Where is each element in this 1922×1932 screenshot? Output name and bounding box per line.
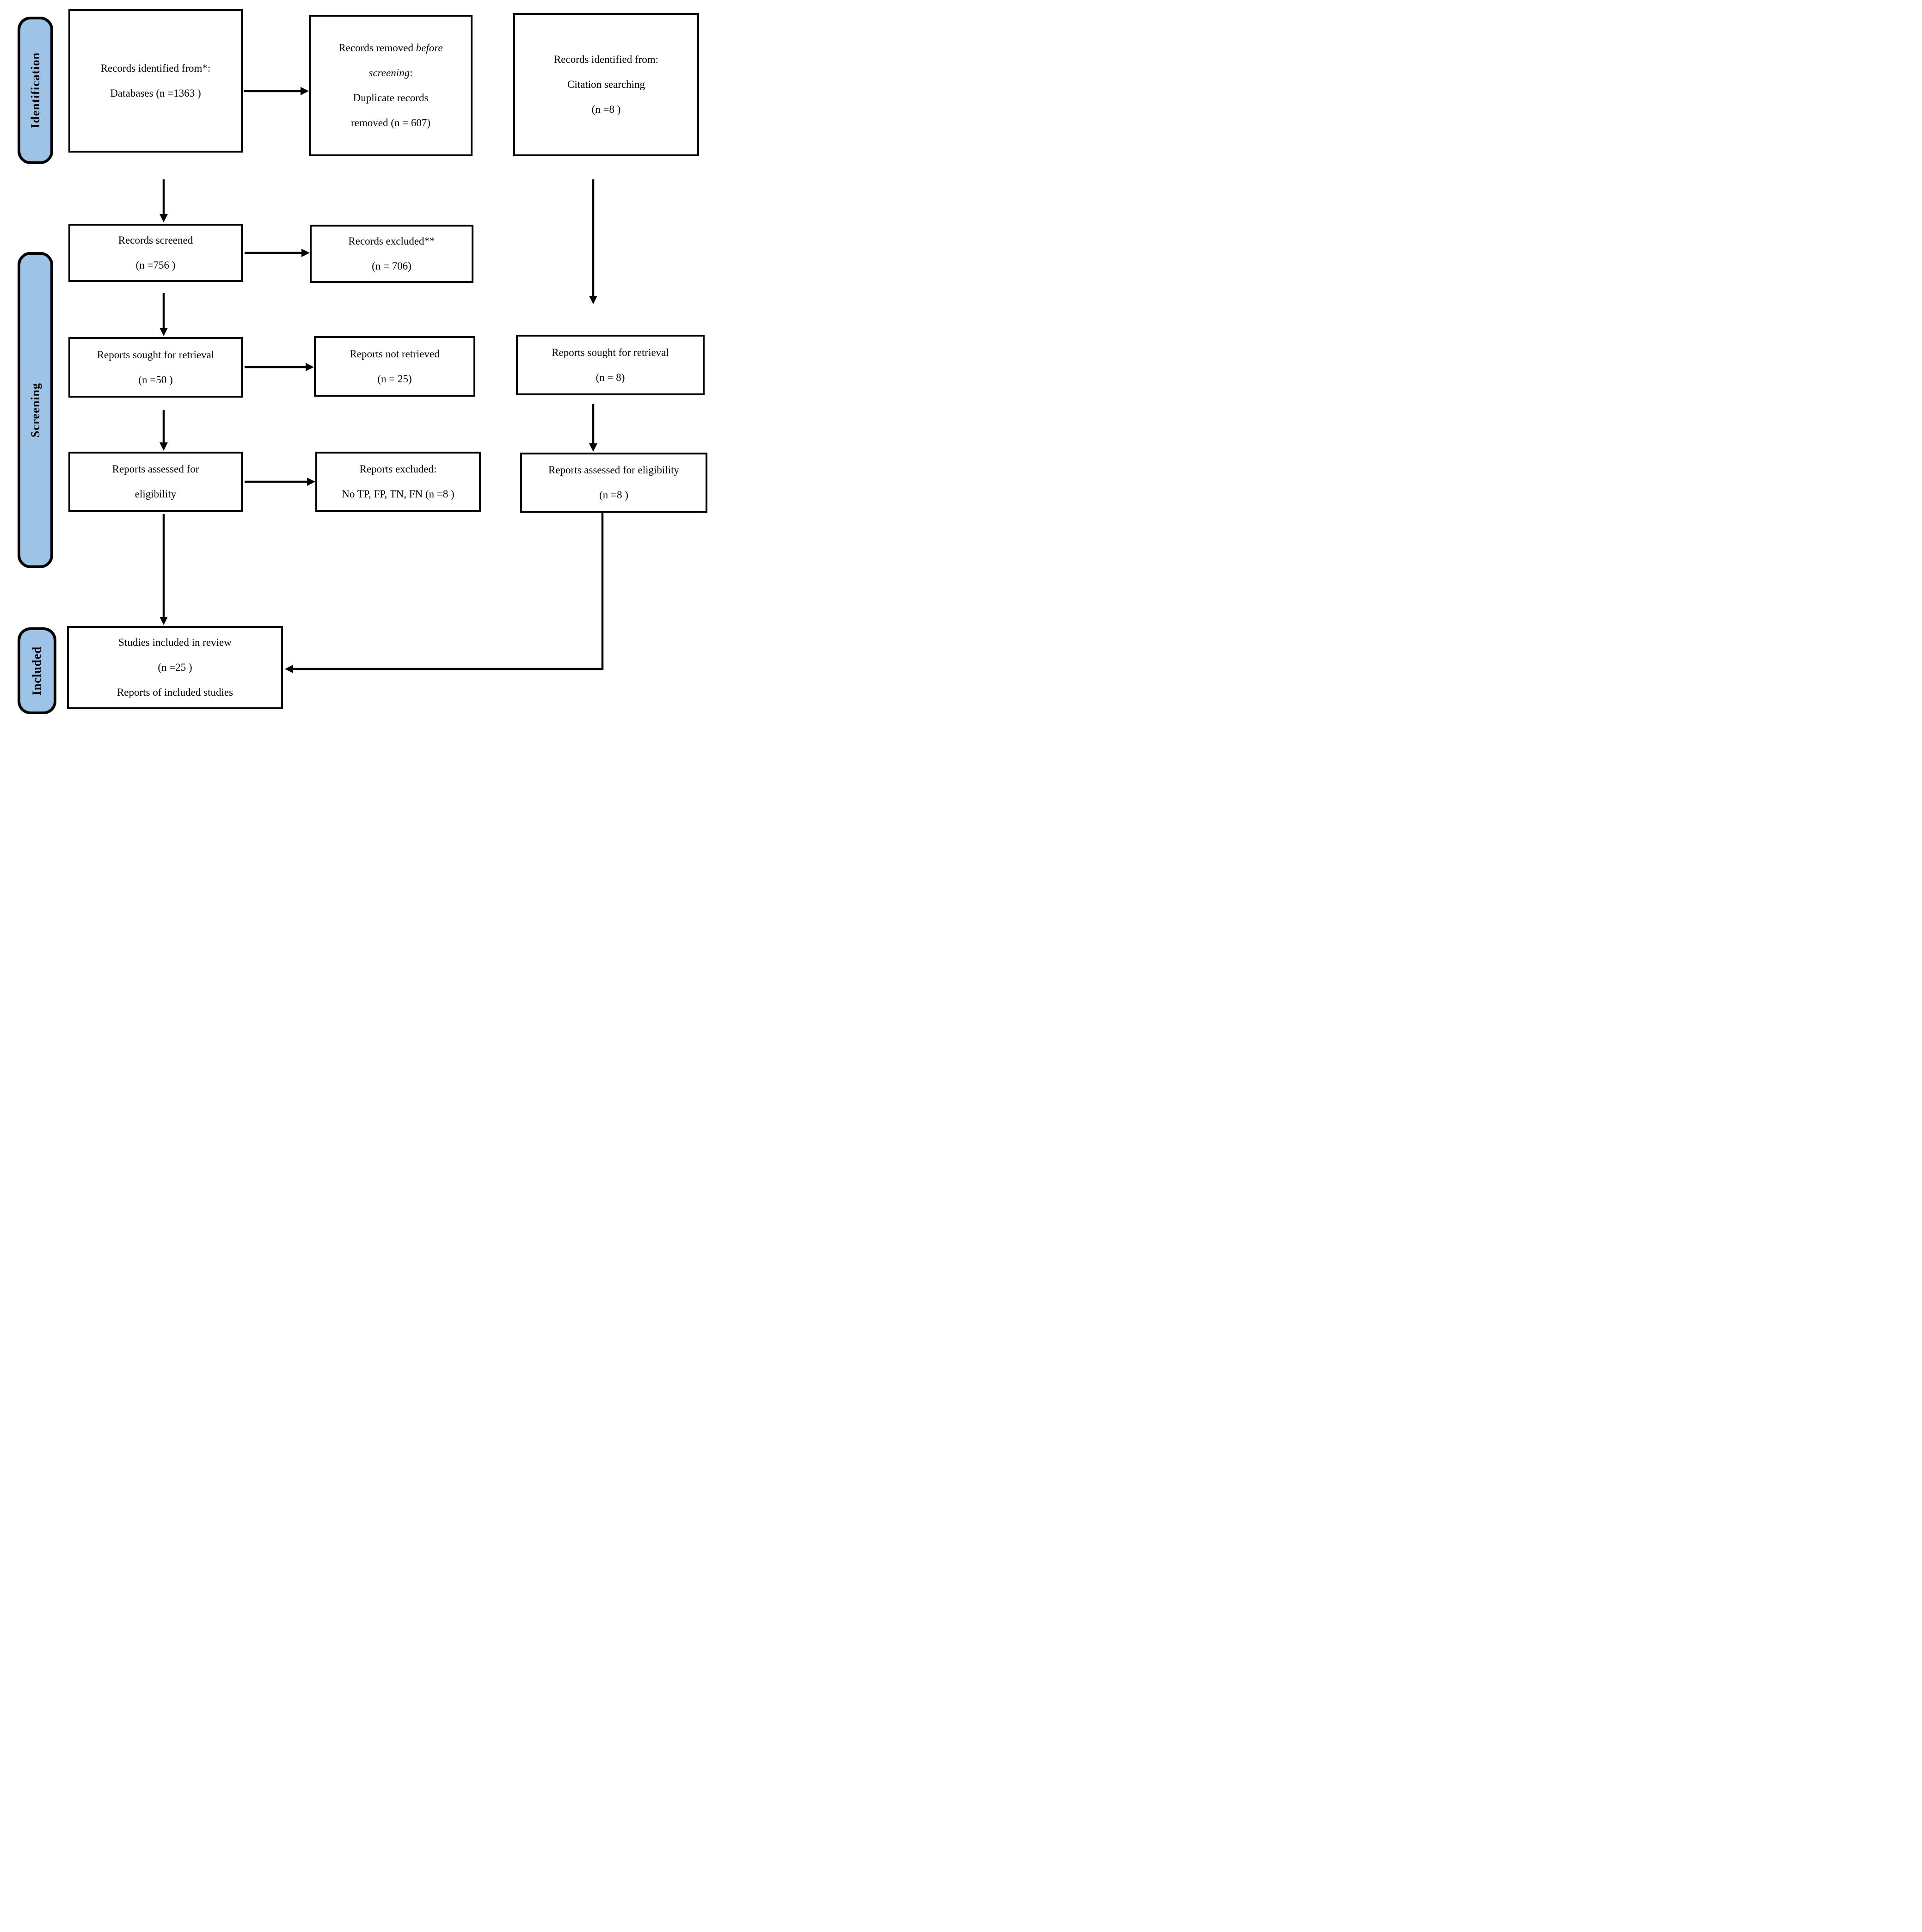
box-reports-sought-databases: Reports sought for retrieval (n =50 ) bbox=[68, 337, 243, 398]
box-studies-included: Studies included in review (n =25 ) Repo… bbox=[67, 626, 283, 709]
box-records-identified-databases: Records identified from*: Databases (n =… bbox=[68, 9, 243, 153]
box-records-excluded: Records excluded** (n = 706) bbox=[310, 225, 473, 283]
reports-excluded-line2: No TP, FP, TN, FN (n =8 ) bbox=[342, 488, 454, 500]
reports-assessed-db-line1: Reports assessed for bbox=[112, 463, 199, 475]
reports-not-retrieved-line1: Reports not retrieved bbox=[350, 348, 440, 360]
reports-assessed-citation-line1: Reports assessed for eligibility bbox=[548, 464, 679, 476]
reports-sought-citation-line2: (n = 8) bbox=[596, 371, 625, 383]
box-records-screened: Records screened (n =756 ) bbox=[68, 224, 243, 282]
arrow-assessed-to-included-icon bbox=[160, 514, 168, 625]
reports-sought-db-line2: (n =50 ) bbox=[138, 374, 173, 386]
stage-tab-screening-label: Screening bbox=[28, 382, 42, 438]
arrow-screened-to-excluded-icon bbox=[245, 249, 310, 257]
reports-excluded-line1: Reports excluded: bbox=[359, 463, 437, 475]
records-removed-line1: Records removed before bbox=[338, 42, 443, 54]
arrow-citation-assessed-to-included-icon bbox=[285, 513, 604, 673]
arrow-identified-to-removed-icon bbox=[244, 87, 309, 95]
stage-tab-included-label: Included bbox=[30, 646, 43, 696]
box-reports-excluded: Reports excluded: No TP, FP, TN, FN (n =… bbox=[315, 452, 481, 512]
arrow-screened-to-sought-icon bbox=[160, 293, 168, 336]
box-records-removed-before-screening: Records removed before screening: Duplic… bbox=[309, 15, 473, 156]
box-reports-assessed-citation: Reports assessed for eligibility (n =8 ) bbox=[520, 453, 707, 513]
box-reports-not-retrieved: Reports not retrieved (n = 25) bbox=[314, 336, 475, 397]
box-reports-sought-citation: Reports sought for retrieval (n = 8) bbox=[516, 335, 705, 395]
citation-identified-line3: (n =8 ) bbox=[591, 104, 621, 115]
box-reports-assessed-databases: Reports assessed for eligibility bbox=[68, 452, 243, 512]
records-excluded-line1: Records excluded** bbox=[348, 235, 435, 247]
stage-tab-screening: Screening bbox=[18, 252, 53, 568]
studies-included-line1: Studies included in review bbox=[118, 637, 232, 648]
arrow-sought-to-assessed-icon bbox=[160, 410, 168, 451]
arrow-identified-to-screened-icon bbox=[160, 179, 168, 222]
arrow-citation-to-sought-icon bbox=[589, 179, 597, 304]
records-removed-line2: screening: bbox=[368, 67, 413, 79]
records-excluded-line2: (n = 706) bbox=[372, 260, 411, 272]
records-removed-line3: Duplicate records bbox=[353, 92, 429, 104]
box-records-identified-citation: Records identified from: Citation search… bbox=[513, 13, 699, 156]
records-identified-line2: Databases (n =1363 ) bbox=[110, 87, 201, 99]
reports-sought-db-line1: Reports sought for retrieval bbox=[97, 349, 215, 361]
citation-identified-line1: Records identified from: bbox=[553, 54, 659, 65]
stage-tab-included: Included bbox=[18, 627, 56, 714]
arrow-sought-to-not-retrieved-icon bbox=[245, 363, 314, 371]
records-screened-line2: (n =756 ) bbox=[135, 259, 176, 271]
reports-sought-citation-line1: Reports sought for retrieval bbox=[552, 346, 669, 358]
citation-identified-line2: Citation searching bbox=[567, 79, 645, 90]
prisma-flow-diagram: Identification Screening Included Record… bbox=[0, 0, 717, 720]
studies-included-line2: (n =25 ) bbox=[158, 662, 192, 673]
reports-assessed-citation-line2: (n =8 ) bbox=[599, 489, 628, 501]
stage-tab-identification-label: Identification bbox=[28, 52, 42, 129]
records-removed-line4: removed (n = 607) bbox=[350, 117, 430, 129]
reports-assessed-db-line2: eligibility bbox=[135, 488, 177, 500]
studies-included-line3: Reports of included studies bbox=[117, 687, 233, 698]
records-screened-line1: Records screened bbox=[118, 234, 193, 246]
arrow-citation-sought-to-assessed-icon bbox=[589, 404, 597, 452]
stage-tab-identification: Identification bbox=[18, 17, 53, 164]
reports-not-retrieved-line2: (n = 25) bbox=[377, 373, 412, 385]
arrow-assessed-to-reports-excluded-icon bbox=[245, 478, 315, 486]
records-identified-line1: Records identified from*: bbox=[100, 62, 211, 74]
